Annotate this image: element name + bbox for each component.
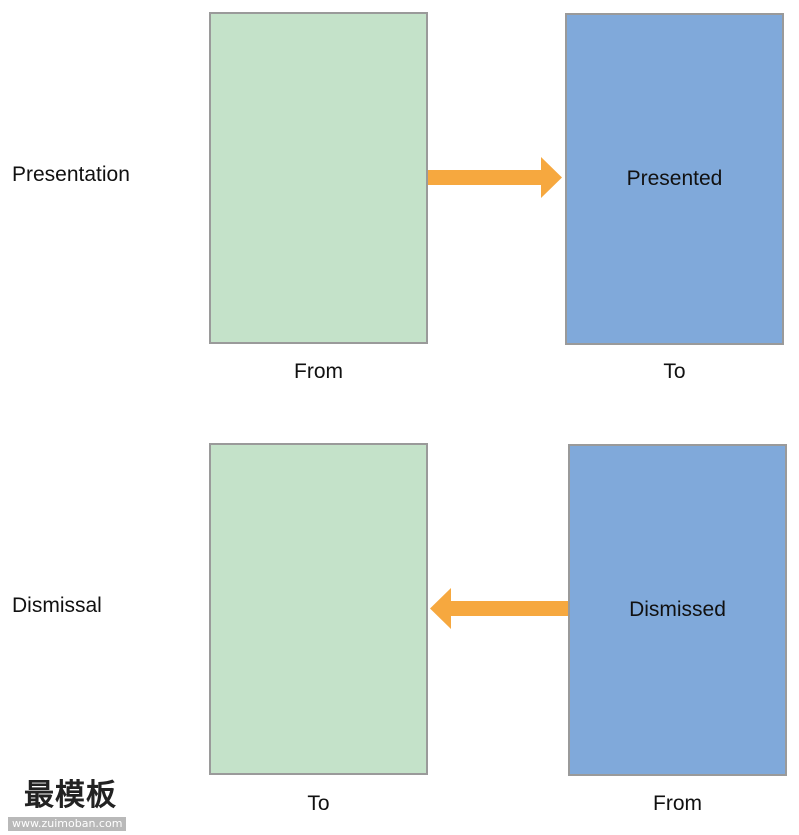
presented-view: Presented <box>565 13 784 345</box>
presentation-row-label: Presentation <box>12 163 130 186</box>
presented-label: Presented <box>626 167 723 190</box>
dismissal-arrow-left-icon <box>430 588 569 629</box>
presentation-from-view <box>209 12 428 344</box>
dismissal-to-view <box>209 443 428 775</box>
dismissed-label: Dismissed <box>629 598 726 621</box>
watermark-url: www.zuimoban.com <box>8 817 127 831</box>
watermark-logo: 最模板 www.zuimoban.com <box>8 778 158 832</box>
presentation-to-caption: To <box>663 360 686 383</box>
dismissed-view: Dismissed <box>568 444 787 776</box>
dismissal-to-caption: To <box>307 792 330 815</box>
dismissal-from-caption: From <box>653 792 702 815</box>
watermark-brand: 最模板 <box>24 778 117 813</box>
dismissal-row-label: Dismissal <box>12 594 102 617</box>
presentation-arrow-right-icon <box>428 157 562 198</box>
presentation-from-caption: From <box>294 360 343 383</box>
